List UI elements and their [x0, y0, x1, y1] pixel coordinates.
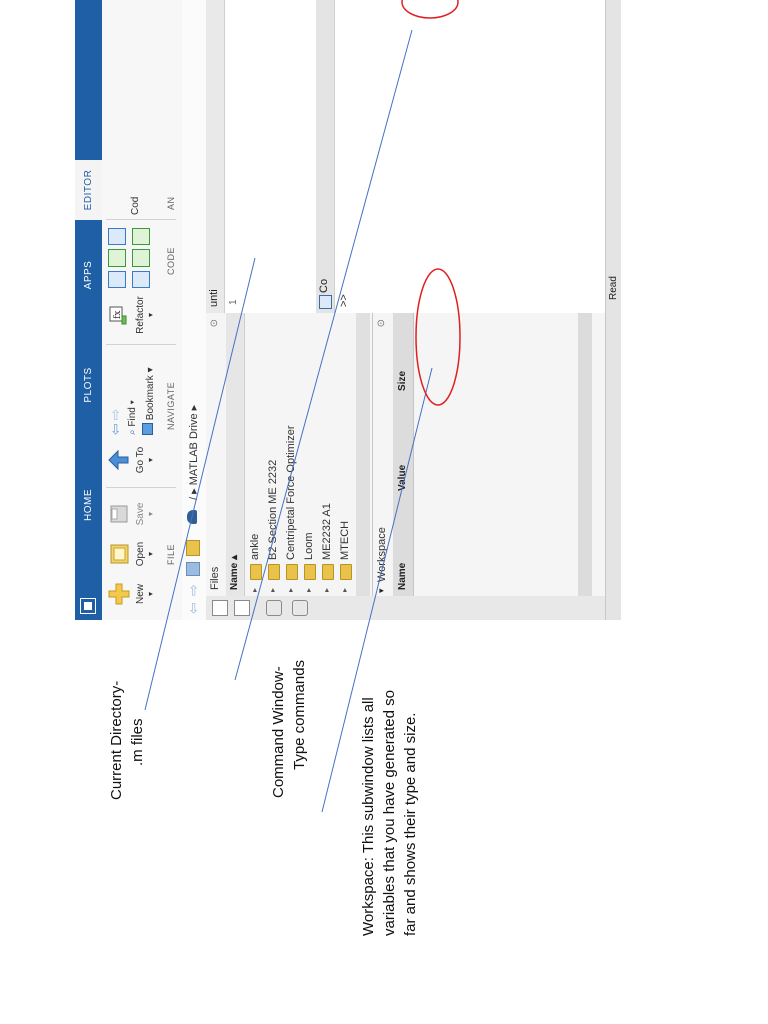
annotation-line: Workspace: This subwindow lists all	[360, 697, 377, 936]
annotation-line: .m files	[129, 718, 146, 766]
annotation-workspace: Workspace: This subwindow lists all vari…	[358, 690, 421, 936]
open-button[interactable]: Open ▾	[106, 536, 155, 572]
command-window-pointer-line	[234, 29, 413, 681]
new-plus-icon	[108, 583, 130, 605]
svg-text:fx: fx	[113, 311, 123, 319]
annotation-line: far and shows their type and size.	[402, 712, 419, 936]
refactor-fx-icon: fx	[109, 306, 127, 325]
annotation-line: Command Window-	[270, 666, 287, 798]
annotation-command-window: Command Window- Type commands	[268, 660, 310, 798]
matlab-window: HOME PLOTS APPS EDITOR New ▾ Open ▾	[75, 0, 621, 620]
annotation-line: Current Directory-	[108, 680, 125, 800]
command-window-highlight-circle	[401, 0, 459, 19]
refactor-button[interactable]: fx Refactor ▾	[106, 292, 155, 338]
open-folder-icon	[110, 544, 129, 564]
annotation-line: Type commands	[291, 659, 308, 770]
annotation-current-directory: Current Directory- .m files	[106, 681, 148, 800]
annotation-line: variables that you have generated so	[381, 690, 398, 936]
ribbon-toolstrip: New ▾ Open ▾ Save ▾ FILE Go To	[102, 0, 183, 620]
save-disk-icon	[110, 505, 128, 523]
workspace-highlight-circle	[415, 268, 461, 406]
save-button[interactable]: Save ▾	[106, 496, 155, 532]
goto-button[interactable]: Go To ▾	[106, 440, 155, 480]
current-directory-pointer-line	[144, 257, 256, 711]
workspace-pointer-line	[321, 367, 433, 813]
goto-arrows-icon	[108, 449, 129, 471]
new-button[interactable]: New ▾	[106, 576, 155, 612]
